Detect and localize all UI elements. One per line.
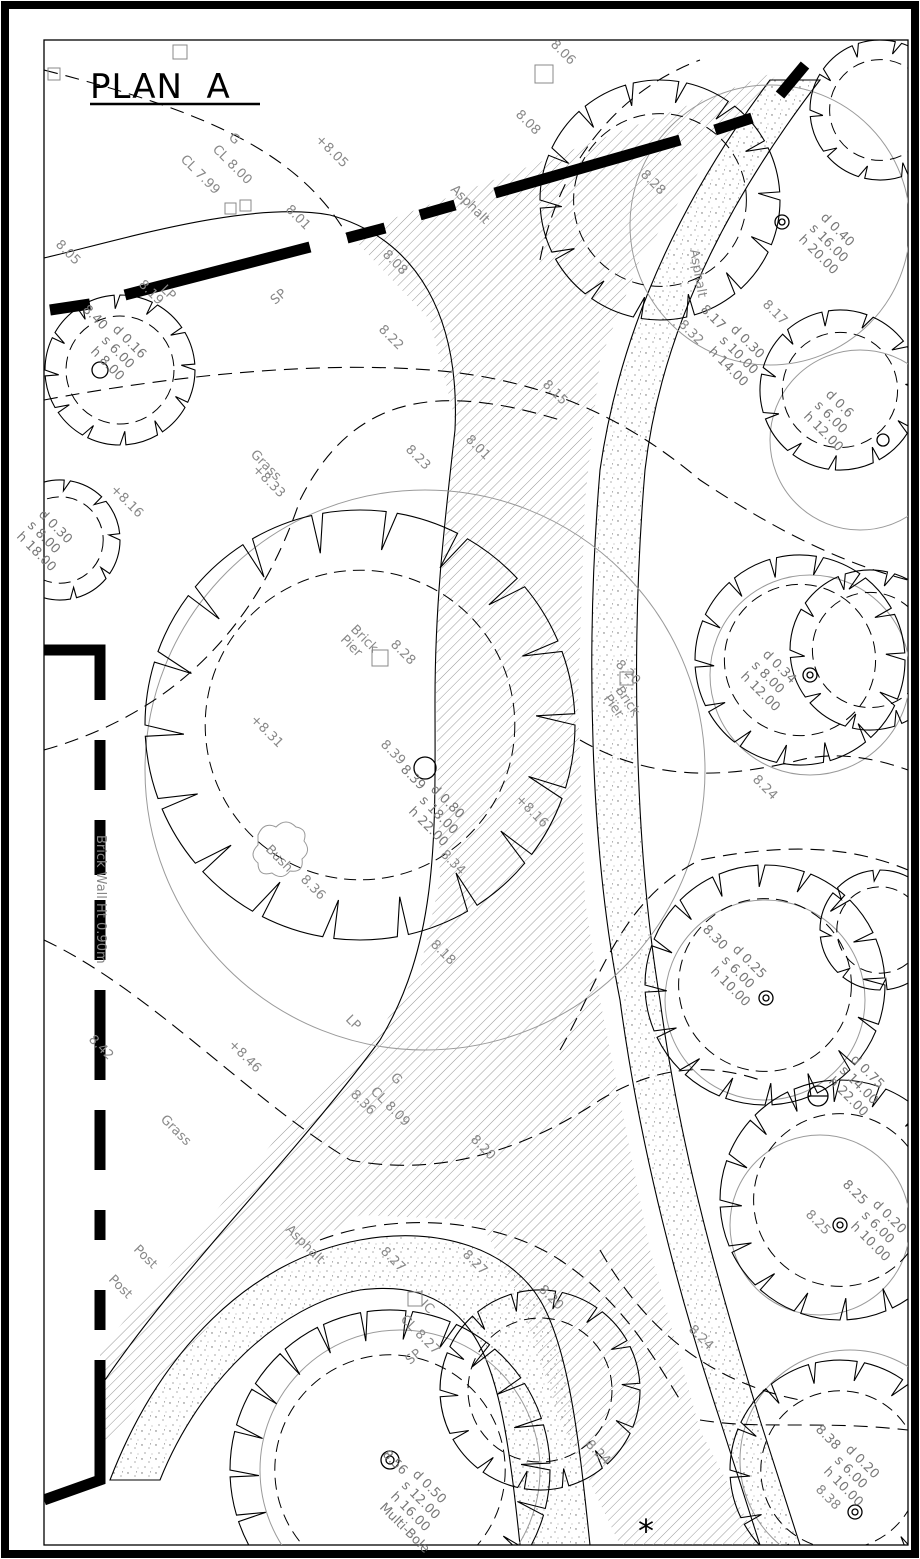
fence-line xyxy=(49,61,810,316)
survey-squares xyxy=(47,44,634,1307)
brick-wall xyxy=(44,644,106,1506)
tree-canopy-outline xyxy=(759,309,908,471)
tree-canopy-outline xyxy=(644,864,886,1106)
tree-canopy-outline xyxy=(44,294,196,446)
asphalt-path-lower xyxy=(109,1235,591,1545)
asphalt-path-curved xyxy=(591,79,822,1545)
plan-title-text: PLAN A xyxy=(90,67,231,107)
tree-canopy-outline xyxy=(719,1079,908,1321)
tree-trunk-zone xyxy=(467,1317,613,1463)
tree-trunk-zone xyxy=(65,315,175,425)
tree-canopy-outline xyxy=(789,569,908,731)
tree-trunk-zone xyxy=(760,1390,908,1545)
tree-trunks xyxy=(91,214,890,1520)
label-brick-wall: Brick Wall Ht 0.90m xyxy=(93,835,108,964)
label-brick-pier: BrickPier xyxy=(337,622,381,666)
tree-trunk-zone xyxy=(573,113,747,287)
tree-trunk-zone xyxy=(829,59,908,161)
asterisk-marker: * xyxy=(638,1512,654,1550)
plan-title: PLAN A xyxy=(90,67,260,107)
tree-canopies xyxy=(44,40,908,1545)
tree-canopy-outline xyxy=(44,479,121,601)
tree-canopy-outline xyxy=(229,1309,551,1545)
tree-trunk-zone xyxy=(811,591,908,709)
bush-symbol xyxy=(252,821,308,877)
canopy-spread-circles xyxy=(144,84,908,1545)
tree-canopy-outline xyxy=(819,869,908,991)
tree-trunk-zone xyxy=(836,886,908,974)
tree-canopy-outline xyxy=(144,509,576,941)
tree-canopy-outline xyxy=(539,79,781,321)
tree-trunk-zone xyxy=(678,898,852,1072)
tree-trunk-zone xyxy=(204,569,516,881)
tree-trunk-zone xyxy=(753,1113,908,1287)
tree-canopy-outline xyxy=(729,1359,908,1545)
site-labels: Grass Grass Asphalt Asphalt Asphalt Bric… xyxy=(93,130,709,1368)
lawn-boundary xyxy=(44,211,456,1381)
tree-trunk-zone xyxy=(274,1354,506,1545)
tree-trunk-zone xyxy=(723,583,877,737)
tree-canopy-outline xyxy=(694,554,906,766)
tree-canopy-outline xyxy=(439,1289,641,1491)
tree-canopy-outline xyxy=(809,40,908,181)
tree-trunk-zone xyxy=(44,496,104,584)
tree-trunk-zone xyxy=(781,331,899,449)
